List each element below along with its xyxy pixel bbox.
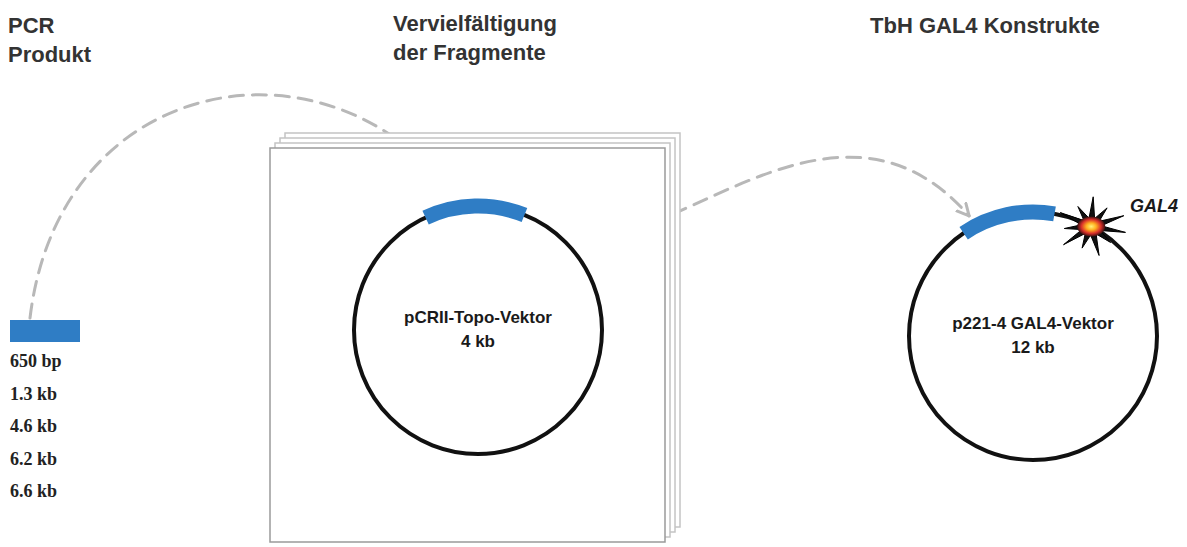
plasmid-ring [909,212,1157,460]
plasmid-label: p221-4 GAL4-Vektor12 kb [905,208,1161,464]
plasmid-name: p221-4 GAL4-Vektor [952,312,1114,336]
gene-label: GAL4 [1130,196,1178,217]
copies-stack: Vervielfältigung der Fragmente pCRII-Topo… [268,8,693,545]
plasmid-label: pCRII-Topo-Vektor4 kb [348,200,608,460]
fragment-size: 4.6 kb [10,410,106,443]
fragment-size: 6.2 kb [10,443,106,476]
plasmid-size: 4 kb [461,330,495,354]
construct-plasmid: TbH GAL4 Konstrukte p221-4 GAL4-Vektor12 … [870,8,1180,478]
plasmid-circle: pCRII-Topo-Vektor4 kb [348,200,608,460]
section-heading: Vervielfältigung der Fragmente [393,10,588,67]
plasmid-circle: p221-4 GAL4-Vektor12 kb [905,208,1161,464]
section-heading: PCR Produkt [8,12,104,69]
plasmid-size: 12 kb [1011,336,1054,360]
fragment-size: 1.3 kb [10,378,106,411]
section-heading: TbH GAL4 Konstrukte [870,12,1100,41]
gal4-glow [1077,217,1105,237]
sheet-stack [268,8,693,545]
insert-segment [964,212,1055,233]
insert-bar [10,320,80,342]
gal4-burst [1060,197,1125,256]
pcr-product: PCR Produkt 650 bp1.3 kb4.6 kb6.2 kb6.6 k… [8,12,108,507]
sheet [270,148,665,542]
fragment-size: 650 bp [10,345,106,378]
size-list: 650 bp1.3 kb4.6 kb6.2 kb6.6 kb [10,345,106,508]
fragment-size: 6.6 kb [10,475,106,508]
insert-segment [426,206,525,218]
plasmid-outline [905,208,1161,464]
plasmid-name: pCRII-Topo-Vektor [404,306,552,330]
plasmid-outline [348,200,608,460]
plasmid-ring [354,206,602,454]
